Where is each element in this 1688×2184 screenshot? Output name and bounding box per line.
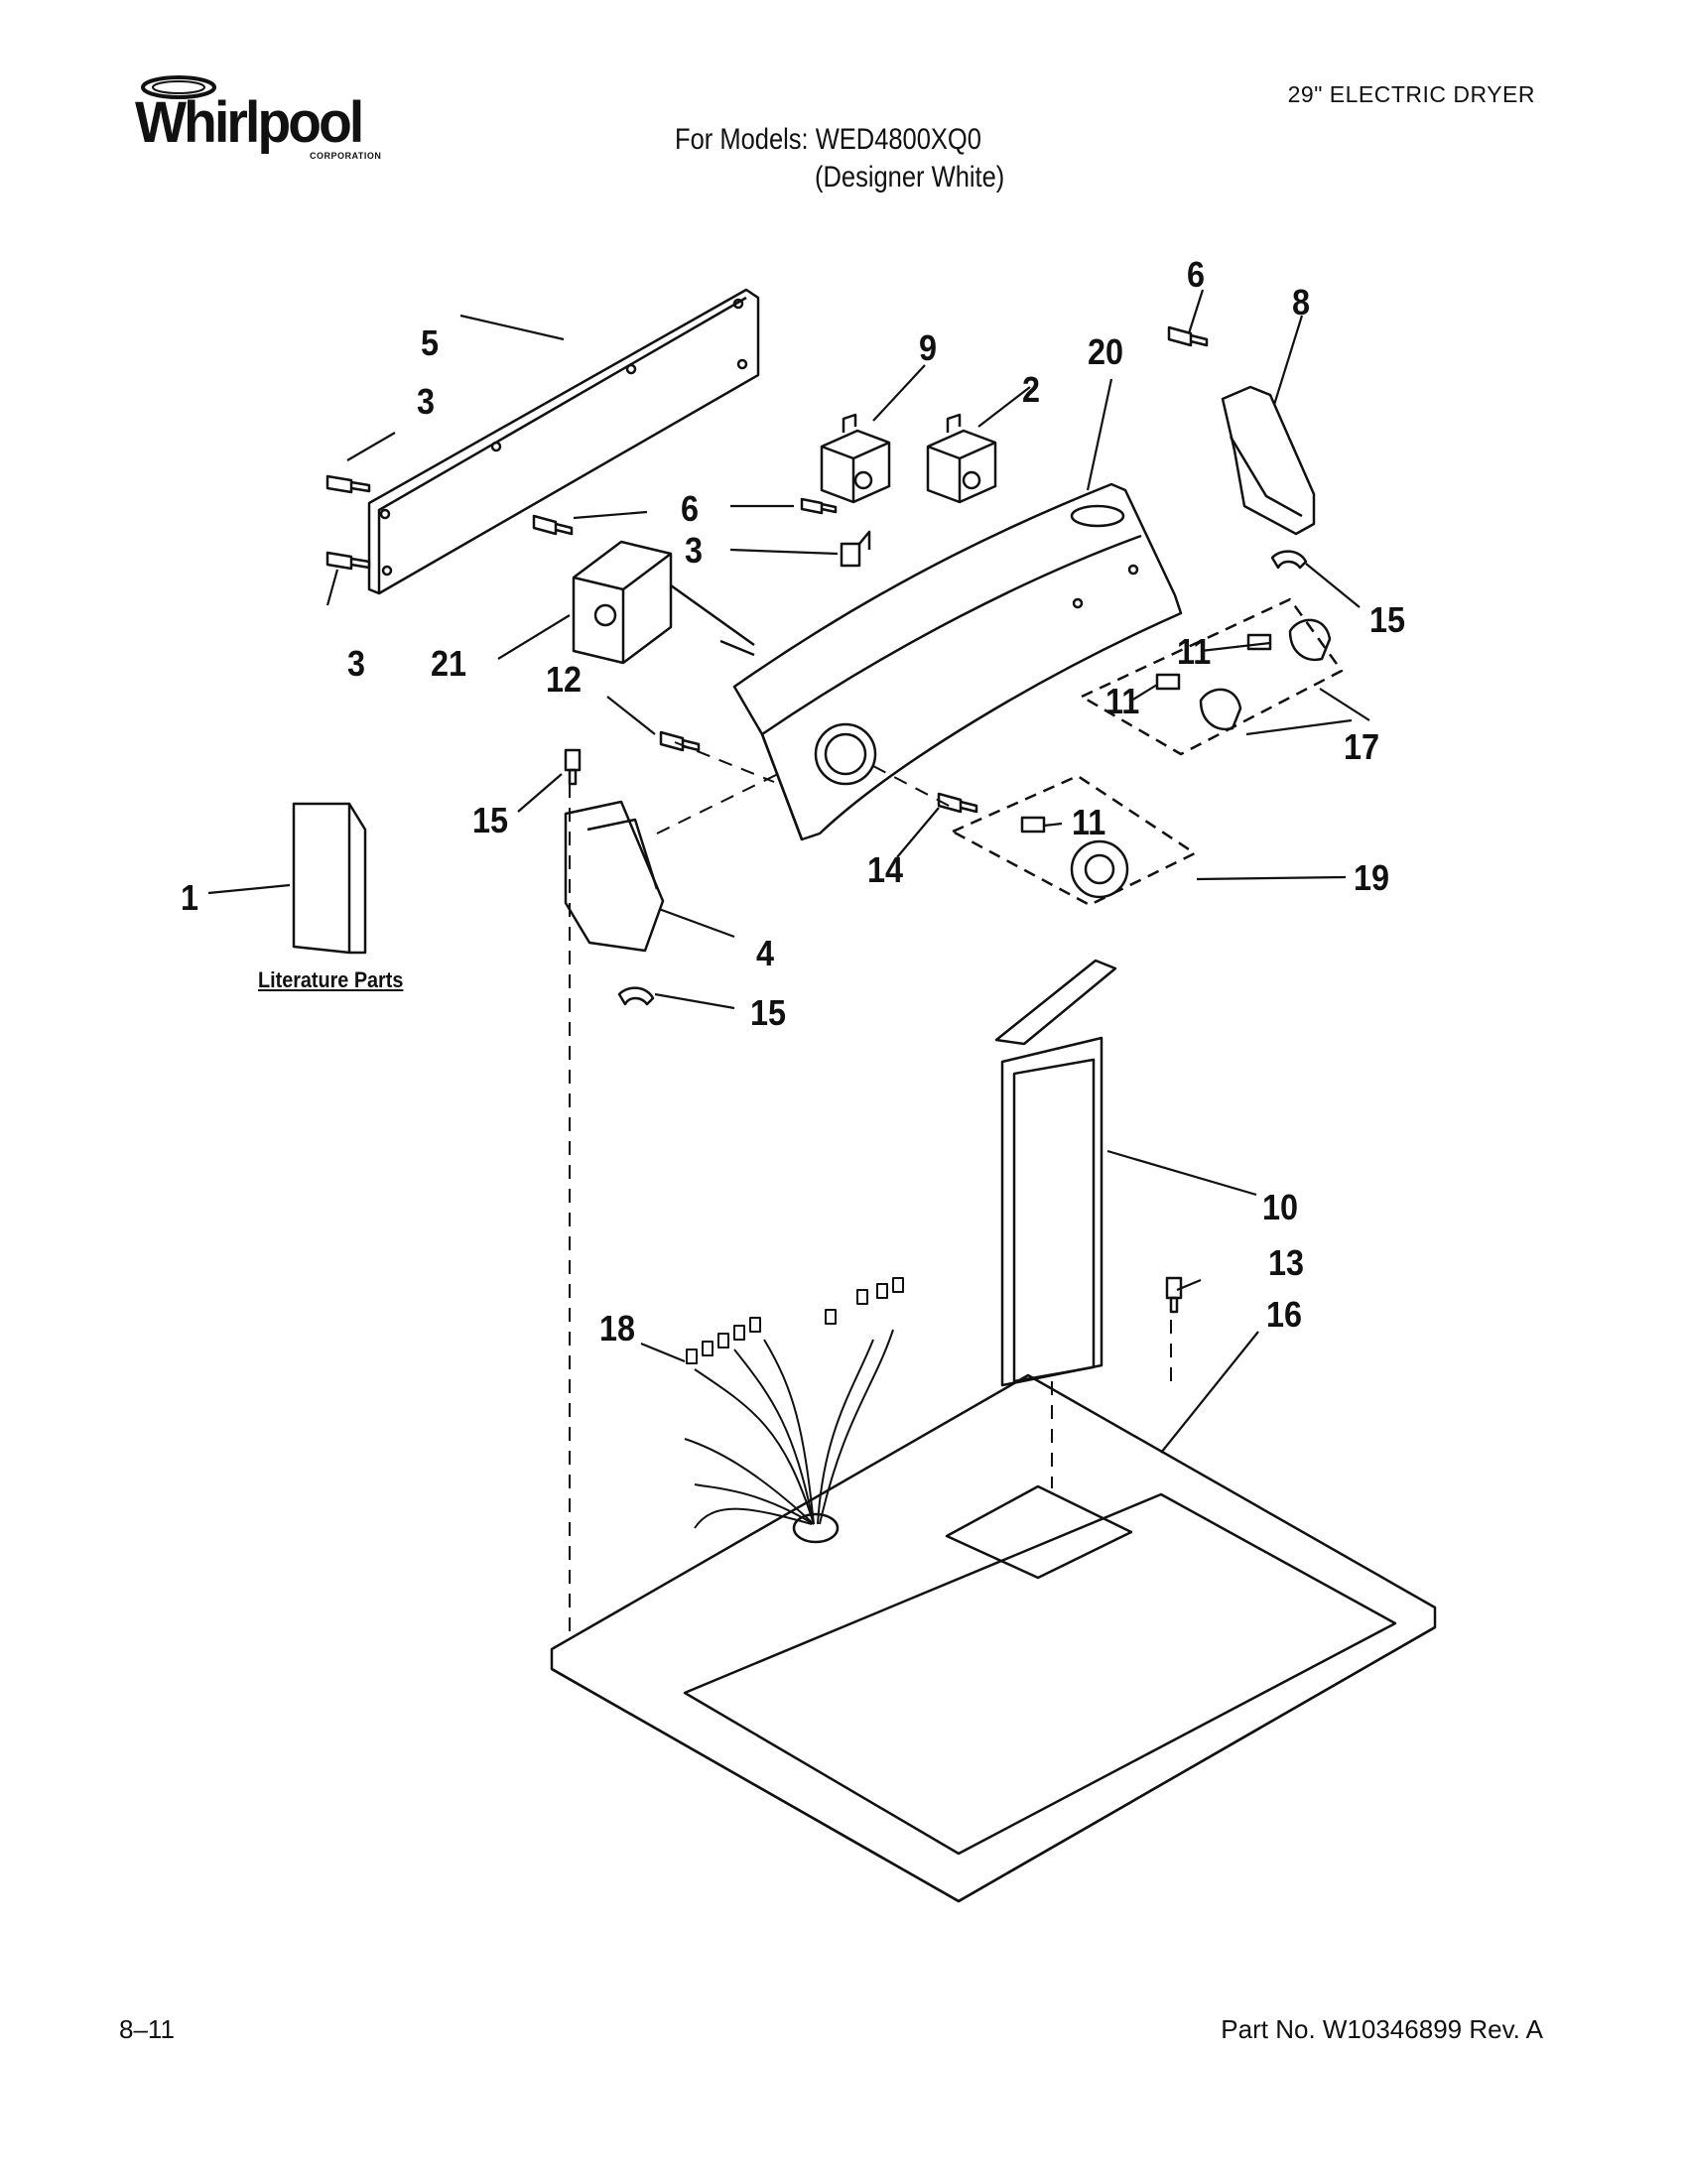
whirlpool-logo: Whirlpool CORPORATION	[131, 75, 399, 171]
callout-13: 13	[1268, 1242, 1305, 1283]
callout-21: 21	[431, 643, 467, 684]
screw-part-12	[659, 730, 701, 752]
callout-3-bottom: 3	[347, 643, 366, 684]
callout-10: 10	[1262, 1187, 1299, 1227]
screw-left-top	[325, 474, 371, 494]
callout-11-knob: 11	[1072, 802, 1106, 842]
knob-19	[1070, 839, 1129, 899]
screw-upper-mid	[800, 497, 838, 515]
literature-booklet	[292, 802, 367, 955]
screw-timer	[532, 514, 574, 536]
callout-17: 17	[1344, 726, 1380, 767]
brand-wordmark: Whirlpool	[135, 90, 364, 155]
callout-19: 19	[1354, 857, 1390, 898]
end-cap-part-4	[564, 800, 665, 953]
callout-12: 12	[546, 659, 583, 700]
callout-5: 5	[421, 322, 440, 363]
switch-part-2	[926, 413, 997, 504]
spacer-11-c	[1020, 816, 1046, 834]
top-panel-part-16	[550, 1373, 1437, 1903]
callout-11-lower: 11	[1105, 681, 1140, 721]
callout-14: 14	[867, 849, 904, 890]
callout-16: 16	[1266, 1294, 1303, 1335]
document-type: 29" ELECTRIC DRYER	[1287, 81, 1535, 107]
callout-9: 9	[919, 327, 938, 368]
spacer-11-a	[1246, 633, 1272, 651]
callout-15-lower: 15	[750, 992, 787, 1033]
bracket-part-8	[1221, 385, 1316, 536]
footer-part-number: Part No. W10346899 Rev. A	[1221, 2014, 1543, 2044]
clip-15-right	[1270, 550, 1308, 570]
screw-left-bottom	[325, 551, 371, 571]
callout-8: 8	[1292, 282, 1311, 322]
callout-3-mid: 3	[685, 530, 704, 571]
callout-18: 18	[599, 1308, 636, 1349]
callout-11-upper: 11	[1177, 631, 1212, 672]
logo-swoosh-icon	[141, 75, 216, 99]
callout-20: 20	[1088, 331, 1124, 372]
callout-6-right: 6	[1187, 254, 1206, 295]
timer-part-21	[572, 540, 673, 665]
brand-subtitle: CORPORATION	[310, 151, 382, 161]
spacer-11-b	[1155, 673, 1181, 691]
callout-15-left: 15	[472, 800, 509, 840]
console-part-20	[732, 482, 1183, 841]
callout-15-right: 15	[1369, 599, 1406, 640]
footer-date: 8–11	[119, 2014, 175, 2044]
lint-filter-part-10	[994, 959, 1117, 1387]
screw-part-8	[1167, 325, 1209, 347]
screw-part-13	[1165, 1276, 1183, 1314]
callout-3-top: 3	[417, 381, 436, 422]
clip-part-3	[840, 530, 871, 568]
knob-17-b	[1199, 688, 1242, 731]
clip-15-lower	[617, 986, 655, 1006]
switch-part-9	[820, 413, 891, 504]
knob-17-a	[1288, 618, 1332, 662]
model-variant: (Designer White)	[815, 161, 1005, 193]
callout-4: 4	[756, 933, 775, 973]
callout-2: 2	[1022, 369, 1041, 410]
literature-parts-label: Literature Parts	[258, 967, 404, 992]
models-label: For Models: WED4800XQ0	[675, 123, 981, 156]
callout-1: 1	[181, 877, 199, 918]
screw-part-14	[937, 792, 978, 814]
leader-arrows	[207, 289, 1370, 1454]
wire-harness-part-18	[684, 1277, 904, 1529]
back-panel-bracket	[367, 288, 760, 595]
screw-15-vertical	[564, 748, 582, 786]
callout-6-mid: 6	[681, 488, 700, 529]
